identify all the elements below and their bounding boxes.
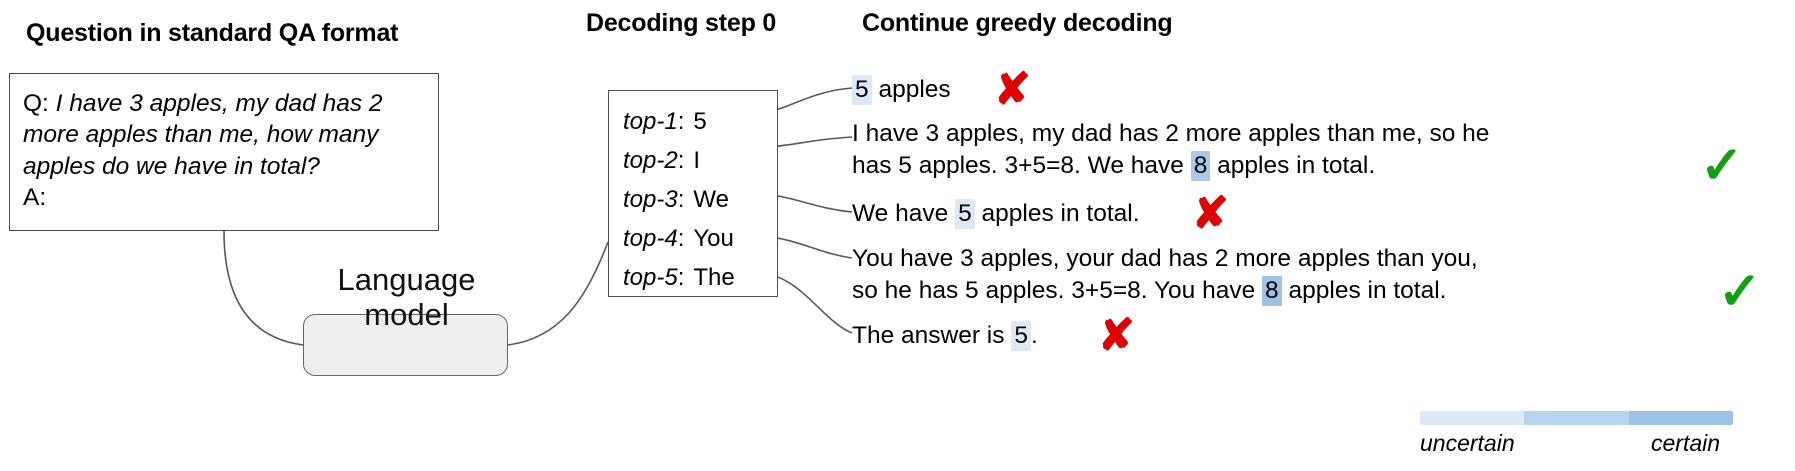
topk-sep-2: : (677, 147, 685, 174)
cont-5-post: . (1030, 322, 1038, 349)
cont-3-pre: We have (852, 200, 956, 227)
verdict-incorrect-icon: ✘ (1098, 311, 1135, 360)
topk-rank-1: top-1 (623, 108, 678, 135)
topk-token-4: You (693, 225, 734, 252)
topk-sep-5: : (677, 264, 685, 291)
continuation-5: The answer is 5. (852, 320, 1038, 352)
legend-label-certain: certain (1651, 430, 1721, 456)
question-a-prefix: A: (23, 184, 47, 212)
topk-token-2: I (693, 147, 701, 174)
cont-2-highlight-token: 8 (1190, 150, 1211, 181)
wire-question-to-lm (223, 230, 304, 346)
cont-1-highlight-token: 5 (852, 75, 872, 105)
question-text: Q: I have 3 apples, my dad has 2 more ap… (23, 88, 430, 213)
continuation-4: You have 3 apples, your dad has 2 more a… (852, 243, 1478, 307)
topk-token-3: We (693, 186, 729, 213)
topk-sep-3: : (677, 186, 685, 213)
question-q-text: I have 3 apples, my dad has 2 more apple… (23, 90, 383, 180)
continuation-3: We have 5 apples in total. (852, 198, 1140, 230)
topk-row: top-2: I (623, 149, 700, 173)
verdict-correct-icon: ✓ (1718, 263, 1762, 321)
cont-3-highlight-token: 5 (955, 199, 975, 229)
cont-4-line2-post: apples in total. (1281, 276, 1447, 304)
cont-2-line2-post: apples in total. (1210, 151, 1376, 179)
cont-2-line2: has 5 apples. 3+5=8. We have 8 apples in… (852, 150, 1489, 182)
cont-1-post: apples (871, 76, 951, 103)
legend-swatch-mid (1524, 411, 1629, 425)
topk-rank-2: top-2 (623, 147, 678, 174)
language-model-line1: Language (337, 262, 476, 297)
topk-row: top-3: We (623, 188, 729, 212)
continuation-1: 5 apples (852, 74, 951, 106)
cont-5-highlight-token: 5 (1011, 321, 1031, 351)
question-q-prefix: Q: (23, 90, 56, 117)
heading-question: Question in standard QA format (26, 19, 399, 47)
confidence-legend-bar (1420, 411, 1733, 425)
continuation-2: I have 3 apples, my dad has 2 more apple… (852, 118, 1489, 182)
language-model-line2: model (364, 296, 449, 332)
heading-continue-greedy: Continue greedy decoding (862, 9, 1173, 37)
topk-row: top-5: The (623, 266, 735, 290)
legend-swatch-low (1420, 411, 1525, 425)
cont-3-post: apples in total. (974, 200, 1140, 227)
cont-4-line2: so he has 5 apples. 3+5=8. You have 8 ap… (852, 275, 1478, 307)
cont-2-line2-pre: has 5 apples. 3+5=8. We have (852, 151, 1191, 179)
cont-5-pre: The answer is (852, 322, 1012, 349)
cont-2-line1-text: I have 3 apples, my dad has 2 more apple… (852, 120, 1490, 147)
topk-rank-4: top-4 (623, 225, 678, 252)
topk-box: top-1:5 top-2:I top-3:We top-4:You top-5… (608, 90, 778, 297)
topk-row: top-1:5 (623, 110, 707, 134)
verdict-incorrect-icon: ✘ (1192, 189, 1229, 238)
topk-rank-5: top-5 (623, 264, 678, 291)
topk-sep-1: : (677, 108, 685, 135)
question-box: Q: I have 3 apples, my dad has 2 more ap… (9, 73, 439, 231)
language-model-node[interactable]: Language model (303, 262, 508, 376)
cont-4-line2-pre: so he has 5 apples. 3+5=8. You have (852, 276, 1263, 304)
language-model-label: Language model (304, 262, 509, 332)
heading-decoding-step: Decoding step 0 (586, 9, 777, 37)
topk-token-5: The (693, 264, 735, 291)
legend-label-uncertain: uncertain (1420, 430, 1515, 456)
cont-4-line1: You have 3 apples, your dad has 2 more a… (852, 243, 1478, 275)
verdict-correct-icon: ✓ (1700, 137, 1744, 195)
topk-sep-4: : (677, 225, 685, 252)
legend-swatch-high (1628, 411, 1733, 425)
cont-4-line1-text: You have 3 apples, your dad has 2 more a… (852, 245, 1478, 272)
topk-token-1: 5 (693, 108, 707, 135)
cont-2-line1: I have 3 apples, my dad has 2 more apple… (852, 118, 1489, 150)
topk-rank-3: top-3 (623, 186, 678, 213)
topk-row: top-4: You (623, 227, 734, 251)
verdict-incorrect-icon: ✘ (994, 65, 1031, 114)
cont-4-highlight-token: 8 (1262, 275, 1282, 306)
wire-lm-to-topk (507, 241, 609, 346)
